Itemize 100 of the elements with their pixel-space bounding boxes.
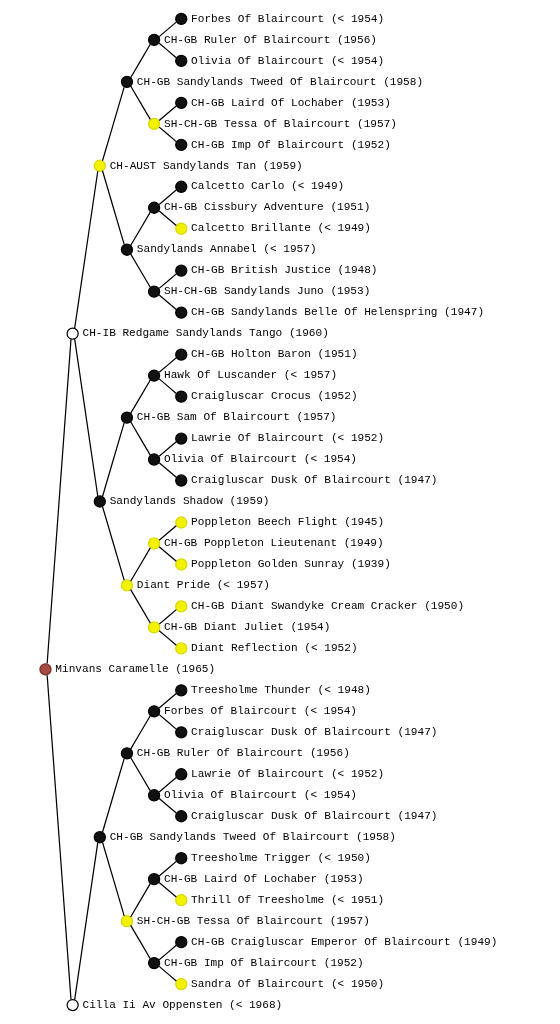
connector	[130, 547, 151, 582]
connector	[158, 860, 177, 877]
node-circle	[175, 516, 188, 529]
connector	[158, 105, 177, 122]
node-label: CH-GB Imp Of Blaircourt (1952)	[163, 956, 364, 969]
node-circle	[147, 201, 161, 214]
connector	[158, 273, 177, 289]
node-label: CH-GB Laird Of Lochaber (1953)	[163, 872, 364, 885]
node-label: CH-GB British Justice (1948)	[191, 264, 378, 277]
connector	[130, 924, 151, 960]
connector	[46, 674, 72, 1001]
node-circle	[175, 306, 188, 319]
node-label: Diant Reflection (< 1952)	[191, 642, 358, 655]
connector	[130, 379, 151, 415]
connector	[101, 86, 125, 162]
connector	[158, 609, 177, 625]
node-label: SH-CH-GB Sandylands Juno (1953)	[163, 285, 371, 298]
node-circle	[66, 327, 79, 340]
node-label: Forbes Of Blaircourt (< 1954)	[191, 12, 385, 25]
node-circle	[175, 810, 188, 823]
node-circle	[175, 12, 188, 26]
node-label: CH-GB Imp Of Blaircourt (1952)	[191, 138, 391, 151]
connector	[158, 546, 177, 562]
node-label: Sandylands Shadow (1959)	[109, 495, 270, 508]
node-label: CH-AUST Sandylands Tan (1959)	[109, 159, 303, 172]
node-circle	[147, 33, 161, 47]
node-label: Calcetto Carlo (< 1949)	[191, 180, 345, 193]
connector	[158, 378, 177, 395]
connector	[74, 170, 99, 330]
node-circle	[147, 789, 161, 802]
node-circle	[175, 432, 188, 445]
node-label: Thrill Of Treesholme (< 1951)	[191, 893, 385, 906]
node-circle	[175, 222, 188, 235]
node-circle	[147, 285, 161, 298]
connector	[158, 210, 177, 227]
node-label: CH-GB Ruler Of Blaircourt (1956)	[163, 33, 378, 46]
connector	[158, 441, 177, 457]
connector	[158, 965, 177, 982]
connector	[101, 841, 125, 917]
connector	[158, 21, 177, 38]
node-circle	[66, 998, 79, 1012]
connector	[158, 189, 177, 206]
node-circle	[175, 54, 188, 68]
node-circle	[120, 579, 134, 592]
node-label: CH-GB Diant Juliet (1954)	[163, 621, 331, 634]
node-label: Forbes Of Blaircourt (< 1954)	[163, 705, 358, 718]
node-circle	[147, 956, 161, 970]
node-circle	[175, 96, 188, 109]
node-label: Sandylands Annabel (< 1957)	[136, 243, 317, 256]
connector	[130, 715, 151, 750]
node-label: Calcetto Brillante (< 1949)	[191, 222, 371, 235]
node-label: Poppleton Golden Sunray (1939)	[191, 558, 391, 571]
node-label: Craigluscar Dusk Of Blaircourt (1947)	[191, 809, 438, 822]
connector	[101, 422, 125, 498]
node-label: CH-GB Diant Swandyke Cream Cracker (1950)	[191, 600, 465, 613]
connector	[158, 714, 177, 730]
node-circle	[175, 138, 188, 151]
node-label: CH-GB Ruler Of Blaircourt (1956)	[136, 747, 350, 760]
node-circle	[120, 915, 134, 928]
node-label: Minvans Caramelle (1965)	[55, 663, 216, 676]
node-label: Olivia Of Blaircourt (< 1954)	[163, 788, 358, 801]
node-circle	[175, 264, 188, 277]
node-circle	[93, 495, 106, 508]
node-label: Olivia Of Blaircourt (< 1954)	[163, 453, 358, 466]
connector	[130, 883, 151, 918]
connector	[158, 797, 177, 814]
node-circle	[93, 831, 106, 844]
node-circle	[147, 621, 161, 634]
node-circle	[147, 537, 161, 550]
node-circle	[120, 243, 134, 256]
node-label: CH-GB Sam Of Blaircourt (1957)	[136, 411, 337, 424]
node-label: Hawk Of Luscander (< 1957)	[163, 369, 338, 382]
node-label: CH-GB Craigluscar Emperor Of Blaircourt (1949)	[191, 935, 498, 948]
node-label: Sandra Of Blaircourt (< 1950)	[191, 977, 385, 990]
connector	[158, 630, 177, 646]
node-circle	[147, 117, 161, 130]
node-circle	[175, 642, 188, 655]
connector	[158, 776, 177, 793]
node-circle	[147, 369, 161, 382]
node-label: Treesholme Trigger (< 1950)	[191, 851, 371, 864]
connector	[130, 253, 151, 288]
connector	[158, 692, 177, 709]
node-circle	[175, 600, 188, 613]
node-circle	[175, 852, 188, 865]
node-label: Olivia Of Blaircourt (< 1954)	[191, 54, 385, 67]
node-label: CH-GB Poppleton Lieutenant (1949)	[163, 537, 384, 550]
node-circle	[175, 474, 188, 487]
node-circle	[120, 747, 134, 760]
node-label: Diant Pride (< 1957)	[136, 579, 270, 592]
connector	[158, 126, 177, 143]
node-circle	[175, 390, 188, 403]
connector	[101, 170, 125, 246]
connector	[130, 211, 151, 247]
node-circle	[175, 684, 188, 697]
connector	[158, 944, 177, 961]
connector	[130, 589, 151, 624]
node-label: SH-CH-GB Tessa Of Blaircourt (1957)	[163, 117, 397, 130]
node-circle	[175, 558, 188, 571]
node-circle	[39, 663, 52, 676]
connector	[158, 462, 177, 478]
